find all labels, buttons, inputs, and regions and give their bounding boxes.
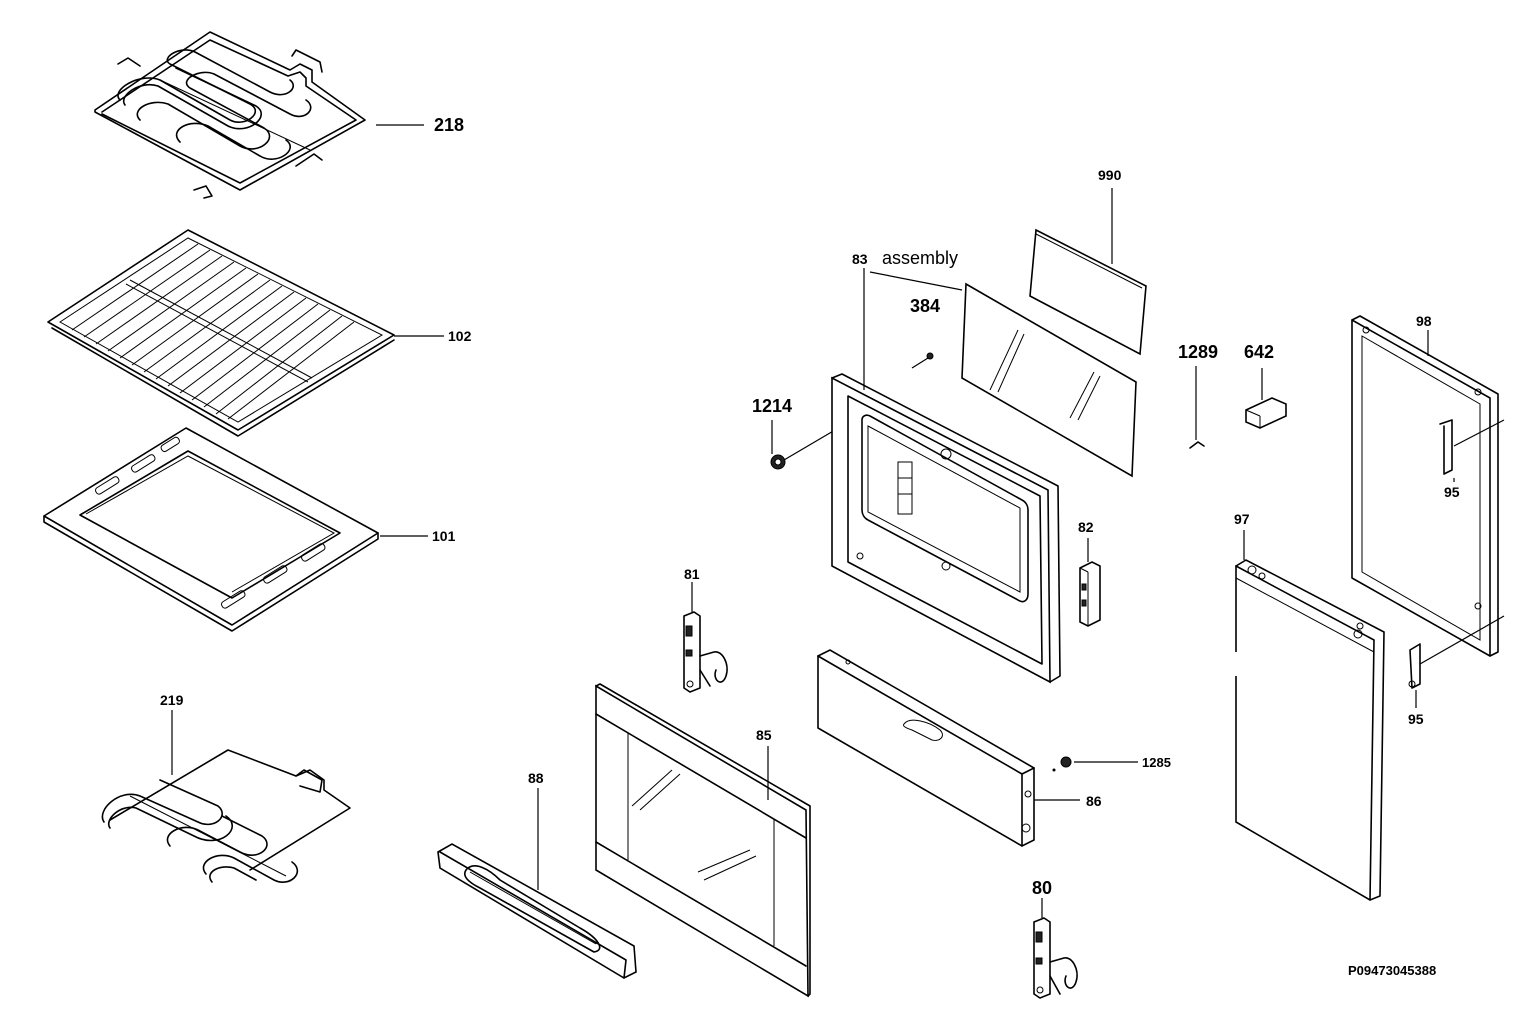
part-86-front-panel bbox=[817, 649, 1080, 847]
part-85-outer-door bbox=[595, 683, 811, 998]
part-1285-foot bbox=[1052, 756, 1138, 772]
part-102-wire-shelf bbox=[47, 229, 444, 437]
label-95-lower: 95 bbox=[1408, 711, 1424, 727]
label-990: 990 bbox=[1098, 167, 1122, 183]
part-384-screw bbox=[911, 352, 934, 369]
label-83-assembly: assembly bbox=[882, 248, 958, 268]
label-82: 82 bbox=[1078, 519, 1094, 535]
label-642: 642 bbox=[1244, 342, 1274, 362]
part-88-handle bbox=[437, 788, 637, 979]
label-85: 85 bbox=[756, 727, 772, 743]
part-82-spacer bbox=[1079, 538, 1101, 627]
label-95-upper: 95 bbox=[1444, 484, 1460, 500]
label-1214: 1214 bbox=[752, 396, 792, 416]
label-81: 81 bbox=[684, 566, 700, 582]
part-83-inner-glass bbox=[961, 282, 1137, 478]
part-83-leaders bbox=[863, 268, 963, 390]
label-88: 88 bbox=[528, 770, 544, 786]
part-101-baking-tray bbox=[43, 427, 428, 632]
drawing-number: P09473045388 bbox=[1348, 963, 1436, 978]
part-218-grill-element bbox=[94, 31, 424, 199]
label-219: 219 bbox=[160, 692, 184, 708]
part-219-lower-element bbox=[101, 710, 351, 883]
label-86: 86 bbox=[1086, 793, 1102, 809]
label-80: 80 bbox=[1032, 878, 1052, 898]
label-83: 83 bbox=[852, 251, 868, 267]
part-642-bracket bbox=[1245, 368, 1287, 429]
label-218: 218 bbox=[434, 115, 464, 135]
label-101: 101 bbox=[432, 528, 456, 544]
label-384: 384 bbox=[910, 296, 940, 316]
label-1285: 1285 bbox=[1142, 755, 1171, 770]
part-83-inner-door bbox=[831, 373, 1061, 684]
part-80-hinge bbox=[1033, 898, 1078, 999]
part-97-side-panel bbox=[1234, 530, 1385, 901]
label-97: 97 bbox=[1234, 511, 1250, 527]
label-1289: 1289 bbox=[1178, 342, 1218, 362]
part-98-side-frame bbox=[1351, 315, 1505, 657]
label-102: 102 bbox=[448, 328, 472, 344]
part-990-panel bbox=[1029, 188, 1147, 356]
part-95-lower-bracket bbox=[1408, 615, 1505, 708]
part-81-hinge bbox=[683, 582, 728, 693]
part-1289-pin bbox=[1189, 366, 1205, 449]
label-98: 98 bbox=[1416, 313, 1432, 329]
